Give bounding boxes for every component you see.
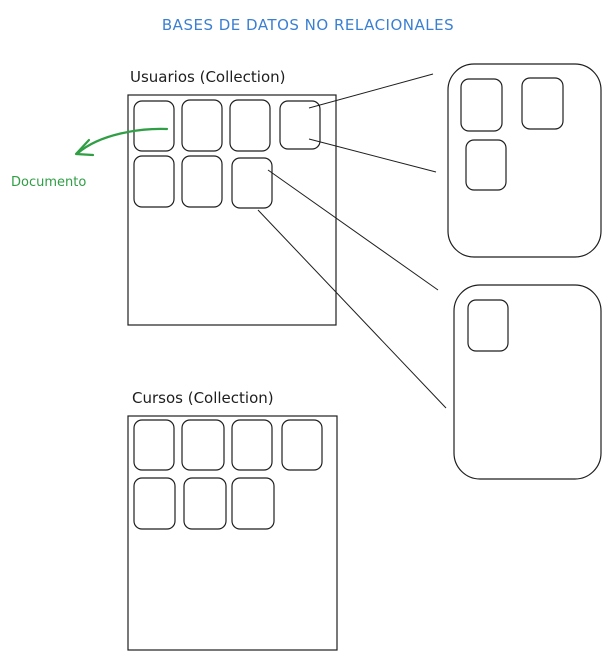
field-icon	[460, 78, 503, 132]
zoom-connectors	[257, 73, 447, 409]
connector-line	[257, 209, 447, 409]
document-icon	[133, 477, 176, 530]
diagram-title: BASES DE DATOS NO RELACIONALES	[162, 16, 454, 34]
document-detail-panel	[447, 63, 602, 258]
field-icon	[467, 299, 509, 352]
connector-line	[308, 138, 437, 173]
arrow-head-icon	[74, 138, 95, 157]
document-icon	[133, 100, 175, 152]
detail-panel-2-items	[467, 299, 509, 352]
document-icon	[133, 155, 175, 208]
connector-line	[267, 169, 439, 291]
field-icon	[521, 77, 564, 130]
field-icon	[465, 139, 507, 191]
collection-label-usuarios: Usuarios (Collection)	[130, 68, 286, 86]
document-icon	[181, 155, 223, 208]
document-icon	[231, 157, 273, 209]
usuarios-documents	[133, 99, 321, 209]
connector-line	[308, 73, 434, 109]
document-icon	[231, 419, 273, 471]
collection-box-usuarios	[127, 94, 337, 326]
collection-label-cursos: Cursos (Collection)	[132, 389, 274, 407]
document-icon	[183, 477, 227, 530]
detail-panel-1-items	[460, 77, 564, 191]
document-icon	[281, 419, 323, 471]
cursos-documents	[133, 419, 323, 530]
document-icon	[181, 419, 225, 471]
document-icon	[181, 99, 223, 152]
collection-box-cursos	[127, 415, 338, 651]
document-icon	[231, 477, 275, 530]
annotation-label: Documento	[11, 175, 86, 190]
document-icon	[279, 100, 321, 150]
annotation-arrow	[76, 127, 169, 155]
document-icon	[133, 419, 175, 471]
document-detail-panel	[453, 284, 602, 480]
document-icon	[229, 99, 271, 152]
